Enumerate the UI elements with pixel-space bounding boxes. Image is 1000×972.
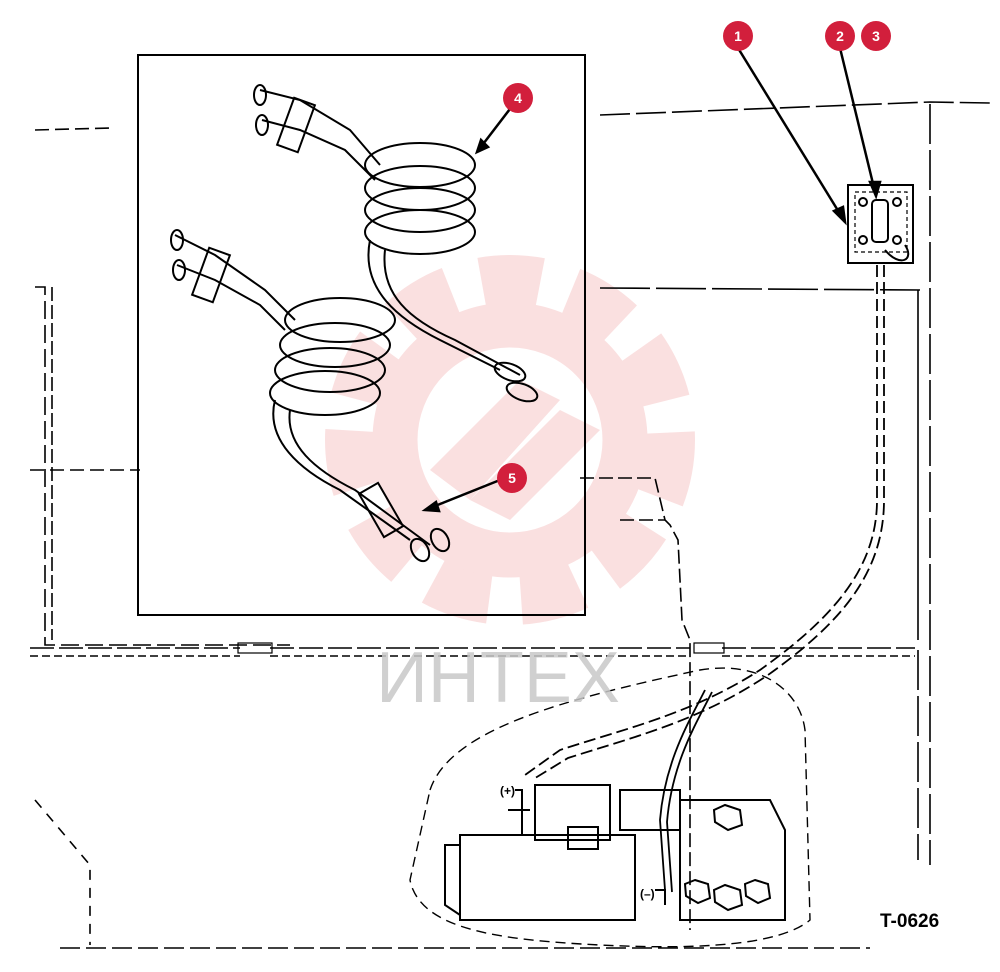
callout-2: 2	[825, 21, 855, 51]
svg-text:2: 2	[836, 28, 844, 44]
callout-4: 4	[503, 83, 533, 113]
cable-run	[524, 265, 885, 893]
svg-text:5: 5	[508, 470, 516, 486]
watermark-text: ИНТЕХ	[376, 638, 620, 718]
svg-text:1: 1	[734, 28, 742, 44]
vehicle-outline	[30, 101, 991, 949]
svg-text:3: 3	[872, 28, 880, 44]
coiled-cable-upper	[253, 84, 539, 403]
inset-detail-box	[137, 54, 586, 616]
callout-3: 3	[861, 21, 891, 51]
svg-text:4: 4	[514, 90, 522, 106]
positive-terminal-label: (+)	[500, 784, 515, 798]
drawing-id: T-0626	[880, 911, 939, 932]
callout-5: 5	[497, 463, 527, 493]
watermark-gear-logo	[325, 255, 695, 625]
coiled-cable-lower	[170, 229, 451, 563]
starter-motor-assembly	[409, 667, 811, 948]
receptacle-plate	[847, 184, 914, 264]
callout-leaders	[421, 47, 882, 513]
negative-terminal-label: (–)	[640, 887, 655, 901]
callout-1: 1	[723, 21, 753, 51]
